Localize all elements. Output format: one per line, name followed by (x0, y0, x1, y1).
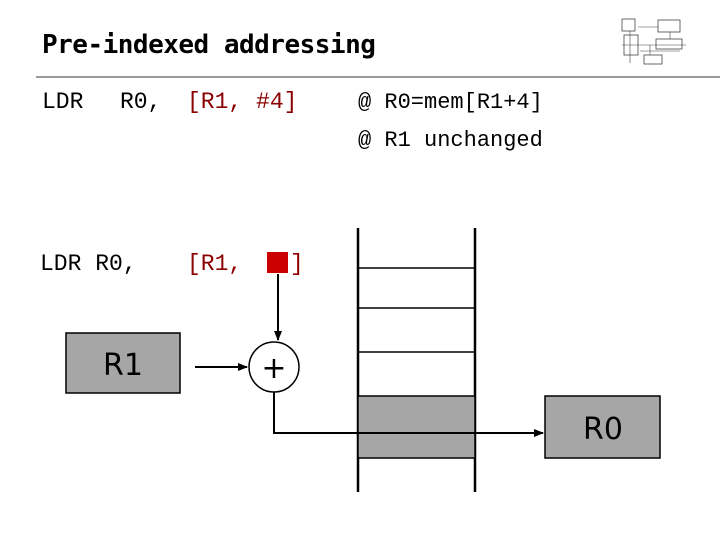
comment-unchanged: @ R1 unchanged (358, 128, 543, 153)
diagram-instruction-close: ] (290, 251, 304, 277)
diagram-instruction-open: [R1, (187, 251, 243, 277)
memory-target-cell (357, 395, 476, 459)
adder-symbol: + (261, 351, 286, 386)
instruction-dest: R0, (120, 89, 162, 115)
diagram-instruction-prefix: LDR R0, (40, 251, 137, 277)
page-title: Pre-indexed addressing (42, 30, 376, 60)
register-r1-box (65, 332, 181, 394)
register-r0-label: R0 (583, 412, 623, 447)
register-r1-label: R1 (103, 348, 143, 383)
instruction-operand: [R1, #4] (187, 89, 298, 115)
instruction-op: LDR (42, 89, 84, 115)
address-arrow (273, 392, 544, 437)
diagram-thumbnail-icon (621, 18, 686, 65)
offset-placeholder (267, 252, 288, 273)
title-divider (36, 76, 720, 78)
register-r0-box (544, 395, 661, 459)
comment-effect: @ R0=mem[R1+4] (358, 90, 543, 115)
